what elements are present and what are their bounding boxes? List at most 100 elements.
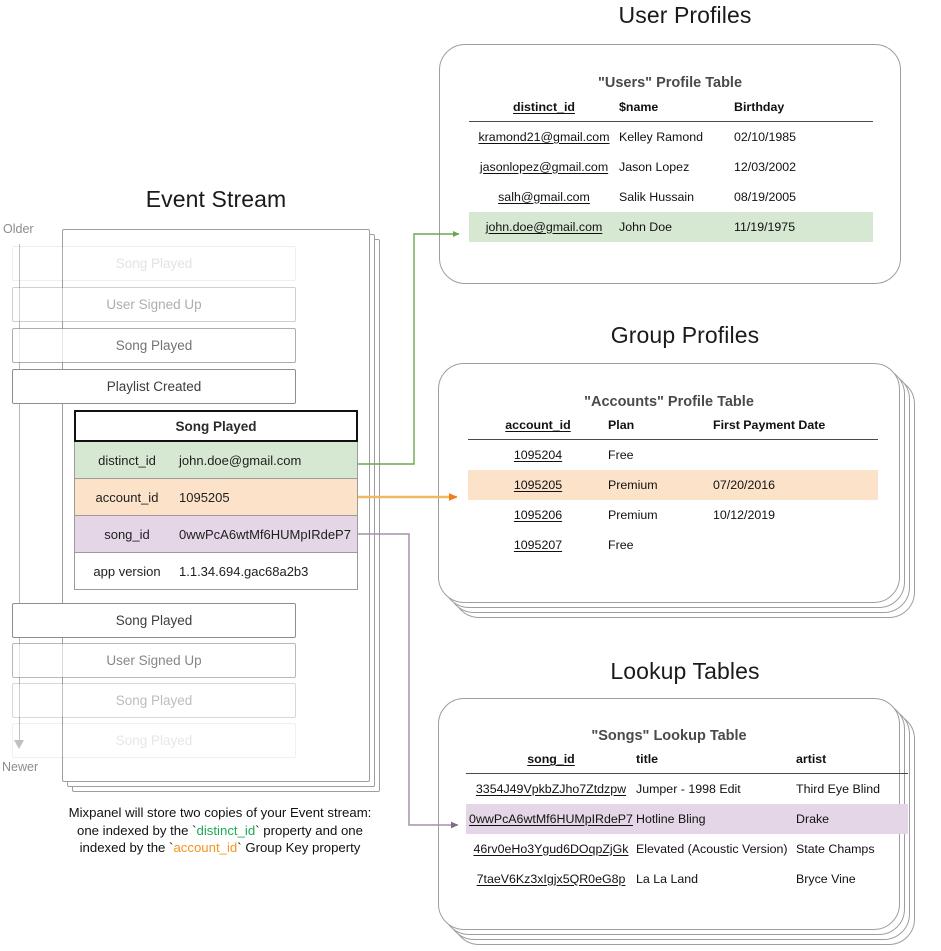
- event-item[interactable]: Playlist Created: [12, 369, 296, 404]
- stream-caption: Mixpanel will store two copies of your E…: [30, 804, 410, 857]
- cell-title: Jumper - 1998 Edit: [636, 781, 741, 796]
- table-row[interactable]: 1095207 Free: [468, 530, 878, 560]
- cell-account-id: 1095207: [513, 537, 563, 552]
- cell-account-id: 1095205: [468, 469, 608, 500]
- user-profiles-title: User Profiles: [618, 2, 752, 28]
- cell-name: Kelley Ramond: [619, 129, 704, 144]
- caption-line-3: indexed by the `account_id` Group Key pr…: [30, 839, 410, 857]
- accounts-table-title: "Accounts" Profile Table: [584, 394, 754, 410]
- event-property-key: app version: [93, 563, 161, 579]
- event-property-row: account_id 1095205: [74, 479, 358, 516]
- cell-birthday: 02/10/1985: [734, 129, 797, 144]
- event-item[interactable]: User Signed Up: [12, 287, 296, 322]
- column-header-birthday: Birthday: [734, 100, 785, 114]
- event-property-row: app version 1.1.34.694.gac68a2b3: [74, 553, 358, 590]
- table-header-row: distinct_id $name Birthday: [469, 100, 873, 122]
- cell-name: Jason Lopez: [619, 159, 690, 174]
- table-row[interactable]: 1095204 Free: [468, 440, 878, 470]
- cell-distinct-id: jasonlopez@gmail.com: [479, 159, 609, 174]
- column-header-first-payment-date: First Payment Date: [713, 418, 826, 432]
- distinct-id-code: distinct_id: [196, 822, 256, 838]
- cell-first-payment-date: [713, 530, 878, 560]
- axis-label-older: Older: [3, 222, 34, 236]
- event-item[interactable]: Song Played: [12, 603, 296, 638]
- table-row-highlighted[interactable]: john.doe@gmail.com John Doe 11/19/1975: [469, 211, 873, 242]
- cell-first-payment-date: [713, 440, 878, 470]
- cell-birthday: 11/19/1975: [734, 211, 873, 242]
- column-header-plan: Plan: [608, 418, 635, 432]
- time-axis-arrow-icon: [14, 740, 24, 749]
- cell-song-id: 46rv0eHo3Ygud6DOqpZjGk: [473, 841, 629, 856]
- cell-birthday: 12/03/2002: [734, 159, 797, 174]
- users-table-title: "Users" Profile Table: [597, 75, 743, 91]
- backtick-open: `: [169, 840, 174, 855]
- backtick-close: `: [255, 822, 260, 838]
- cell-plan: Premium: [608, 507, 658, 522]
- lookup-tables-title: Lookup Tables: [610, 658, 760, 684]
- table-header-row: song_id title artist: [466, 752, 908, 774]
- table-row[interactable]: 3354J49VpkbZJho7Ztdzpw Jumper - 1998 Edi…: [466, 774, 908, 804]
- event-property-value: john.doe@gmail.com: [179, 452, 302, 468]
- cell-song-id: 7taeV6Kz3xIgjx5QR0eG8p: [476, 871, 626, 886]
- group-profiles-title: Group Profiles: [610, 322, 760, 348]
- caption-line-2-suffix: property and one: [259, 822, 363, 838]
- focused-event-card[interactable]: Song Played distinct_id john.doe@gmail.c…: [74, 410, 358, 590]
- column-header-distinct-id: distinct_id: [513, 100, 575, 114]
- event-item[interactable]: User Signed Up: [12, 643, 296, 678]
- users-profile-card: "Users" Profile Table: [439, 44, 901, 284]
- table-row[interactable]: 1095206 Premium 10/12/2019: [468, 500, 878, 530]
- caption-line-1: Mixpanel will store two copies of your E…: [68, 805, 372, 820]
- event-item[interactable]: Song Played: [12, 246, 296, 281]
- table-row-highlighted[interactable]: 1095205 Premium 07/20/2016: [468, 469, 878, 500]
- backtick-close: `: [237, 840, 242, 855]
- cell-name: Salik Hussain: [619, 189, 695, 204]
- event-property-value: 1.1.34.694.gac68a2b3: [179, 563, 309, 579]
- cell-artist: State Champs: [796, 841, 875, 856]
- backtick-open: `: [192, 822, 197, 838]
- event-item[interactable]: Song Played: [12, 723, 296, 758]
- table-row-highlighted[interactable]: 0wwPcA6wtMf6HUMpIRdeP7 Hotline Bling Dra…: [466, 803, 908, 834]
- table-row[interactable]: jasonlopez@gmail.com Jason Lopez 12/03/2…: [469, 152, 873, 182]
- cell-title: Hotline Bling: [636, 803, 796, 834]
- cell-distinct-id: john.doe@gmail.com: [469, 211, 619, 242]
- event-property-value: 0wwPcA6wtMf6HUMpIRdeP7: [179, 526, 351, 542]
- event-property-row: distinct_id john.doe@gmail.com: [74, 442, 358, 479]
- column-header-artist: artist: [796, 752, 827, 766]
- event-property-key: account_id: [95, 489, 159, 505]
- column-header-title: title: [636, 752, 659, 766]
- event-item[interactable]: Song Played: [12, 683, 296, 718]
- cell-first-payment-date: 10/12/2019: [713, 507, 776, 522]
- users-profile-table: distinct_id $name Birthday kramond21@gma…: [469, 100, 873, 242]
- column-header-account-id: account_id: [505, 418, 571, 432]
- cell-name: John Doe: [619, 211, 734, 242]
- caption-line-3-prefix: indexed by the: [79, 840, 170, 855]
- account-id-code: account_id: [173, 840, 238, 855]
- cell-distinct-id: salh@gmail.com: [498, 189, 590, 204]
- cell-first-payment-date: 07/20/2016: [713, 469, 878, 500]
- cell-plan: Free: [608, 447, 634, 462]
- caption-line-3-suffix: Group Key property: [241, 840, 361, 855]
- songs-lookup-table: song_id title artist 3354J49VpkbZJho7Ztd…: [466, 752, 908, 894]
- table-row[interactable]: kramond21@gmail.com Kelley Ramond 02/10/…: [469, 122, 873, 152]
- cell-title: La La Land: [636, 871, 699, 886]
- cell-plan: Premium: [608, 469, 713, 500]
- event-property-value: 1095205: [179, 489, 230, 505]
- cell-title: Elevated (Acoustic Version): [636, 841, 788, 856]
- table-row[interactable]: 7taeV6Kz3xIgjx5QR0eG8p La La Land Bryce …: [466, 864, 908, 894]
- table-row[interactable]: 46rv0eHo3Ygud6DOqpZjGk Elevated (Acousti…: [466, 834, 908, 864]
- cell-account-id: 1095206: [513, 507, 563, 522]
- songs-table-title: "Songs" Lookup Table: [591, 728, 747, 744]
- cell-distinct-id: kramond21@gmail.com: [478, 129, 610, 144]
- cell-artist: Third Eye Blind: [796, 781, 881, 796]
- column-header-name: $name: [619, 100, 659, 114]
- cell-artist: Drake: [796, 803, 908, 834]
- accounts-profile-table: account_id Plan First Payment Date 10952…: [468, 418, 878, 560]
- cell-account-id: 1095204: [513, 447, 563, 462]
- table-row[interactable]: salh@gmail.com Salik Hussain 08/19/2005: [469, 182, 873, 212]
- event-item[interactable]: Song Played: [12, 328, 296, 363]
- cell-plan: Free: [608, 537, 634, 552]
- event-property-key: distinct_id: [98, 452, 156, 468]
- caption-line-2-prefix: one indexed by the: [77, 822, 193, 838]
- event-property-key: song_id: [104, 526, 150, 542]
